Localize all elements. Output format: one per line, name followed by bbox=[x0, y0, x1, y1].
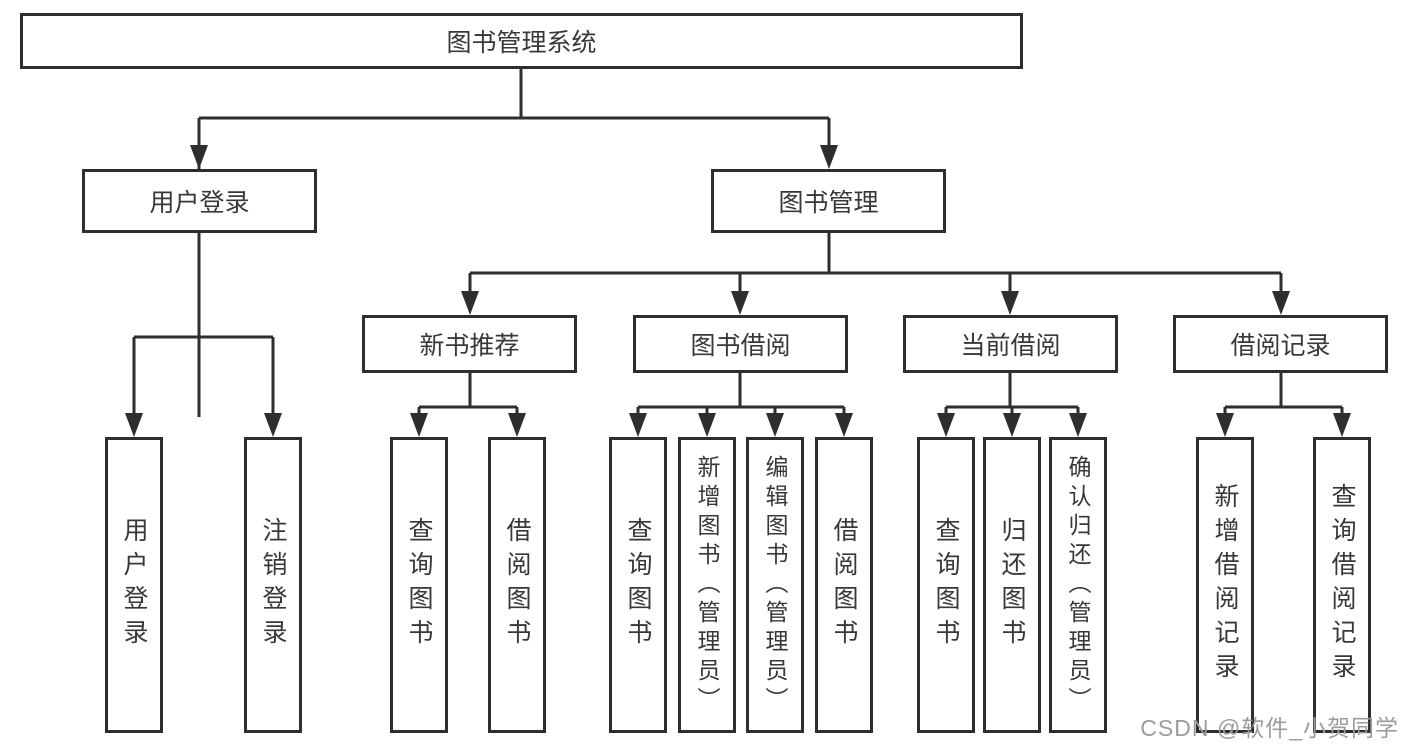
node-library-management-system: 图书管理系统 bbox=[20, 13, 1023, 69]
leaf-add-borrow-record: 新增借阅记录 bbox=[1196, 437, 1254, 733]
node-current-borrowing: 当前借阅 bbox=[903, 315, 1118, 373]
node-user-login: 用户登录 bbox=[82, 169, 317, 233]
leaf-query-books-current: 查询图书 bbox=[917, 437, 975, 733]
leaf-borrow-books-recommend: 借阅图书 bbox=[488, 437, 546, 733]
leaf-add-book-admin: 新增图书（管理员） bbox=[678, 437, 736, 733]
node-book-borrowing: 图书借阅 bbox=[633, 315, 848, 373]
node-new-book-recommendation: 新书推荐 bbox=[362, 315, 577, 373]
leaf-query-borrow-record: 查询借阅记录 bbox=[1313, 437, 1371, 733]
connector-login-to-leaves bbox=[132, 233, 275, 415]
connector-mgmt-to-level3 bbox=[468, 233, 1283, 293]
node-book-management: 图书管理 bbox=[711, 169, 946, 233]
connector-bookborrow-to-leaves bbox=[636, 373, 846, 415]
node-borrowing-records: 借阅记录 bbox=[1173, 315, 1388, 373]
leaf-return-book: 归还图书 bbox=[983, 437, 1041, 733]
connector-records-to-leaves bbox=[1223, 373, 1344, 415]
leaf-confirm-return-admin: 确认归还（管理员） bbox=[1049, 437, 1107, 733]
leaf-logout: 注销登录 bbox=[244, 437, 302, 733]
csdn-watermark: CSDN @软件_小贺同学 bbox=[1140, 715, 1399, 741]
connector-newbook-to-leaves bbox=[417, 373, 519, 415]
leaf-query-books-recommend: 查询图书 bbox=[390, 437, 448, 733]
leaf-query-books-borrowing: 查询图书 bbox=[609, 437, 667, 733]
leaf-user-login: 用户登录 bbox=[105, 437, 163, 733]
leaf-edit-book-admin: 编辑图书（管理员） bbox=[746, 437, 804, 733]
connector-current-to-leaves bbox=[944, 373, 1080, 415]
leaf-borrow-books-borrowing: 借阅图书 bbox=[815, 437, 873, 733]
